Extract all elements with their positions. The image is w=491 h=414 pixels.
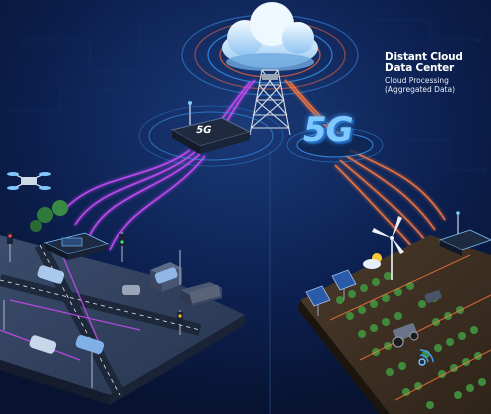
network-5g-badge: 5G	[303, 110, 354, 150]
cloud-icon	[222, 2, 318, 71]
car-icon	[29, 265, 221, 354]
cloud-title-line2: Data Center	[385, 62, 454, 75]
circuit-pattern	[10, 19, 488, 173]
traffic-signals	[7, 232, 183, 324]
network-badge-base	[286, 127, 384, 163]
router-icon	[138, 101, 284, 167]
cloud-title-line1: Distant Cloud	[385, 51, 463, 63]
router-5g-label: 5G	[194, 125, 213, 136]
drone-icon	[7, 172, 51, 190]
wifi-icon	[418, 349, 434, 366]
cloud-sub-line1: Cloud Processing	[385, 76, 449, 86]
cloud-sub-line2: (Aggregated Data)	[385, 84, 456, 94]
tractor-icon	[392, 290, 442, 348]
cell-tower-icon	[249, 69, 291, 136]
solar-panel-icon	[305, 269, 357, 316]
weather-sun-cloud-icon	[363, 253, 382, 269]
wind-turbine-icon	[372, 216, 404, 280]
cloud-data-center-label: Distant Cloud Data Center Cloud Processi…	[385, 51, 489, 94]
